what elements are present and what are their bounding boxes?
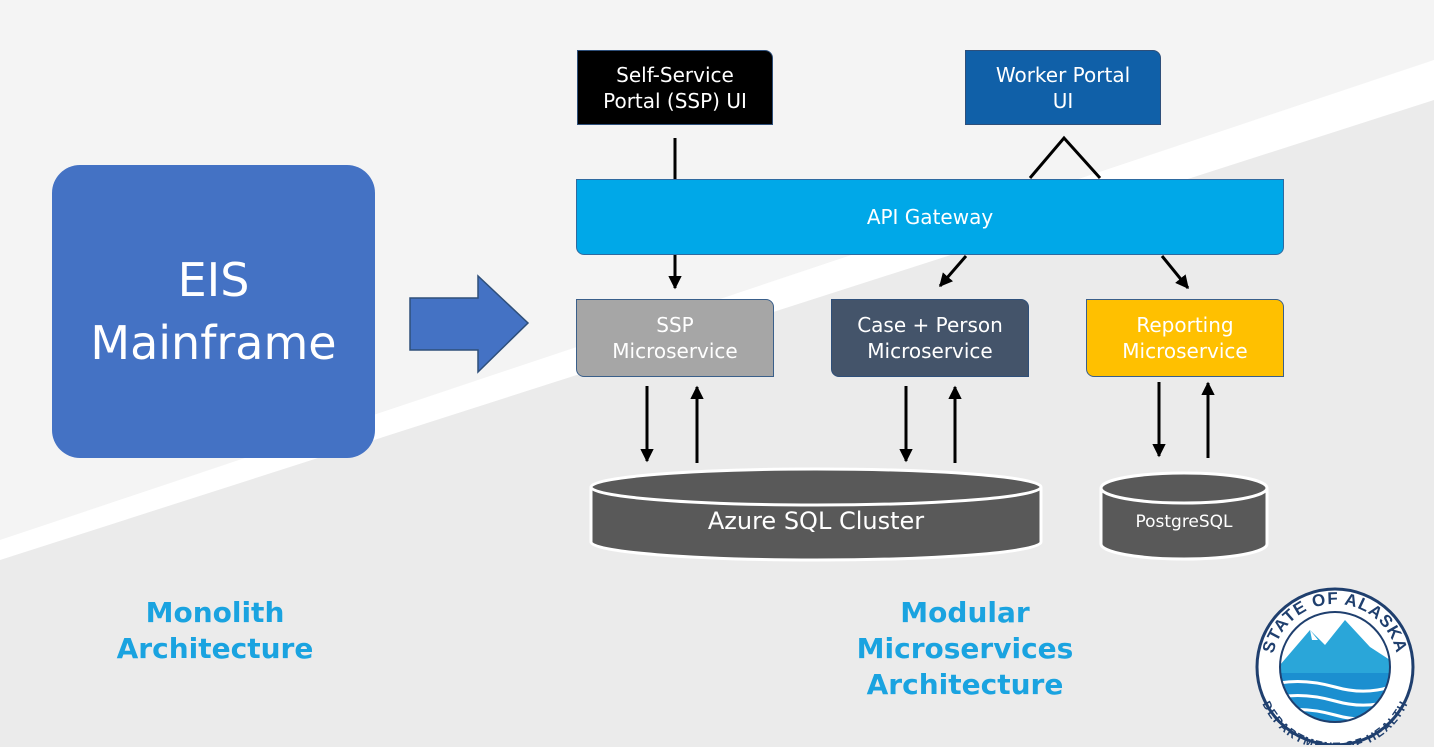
worker-portal-ui-label: Worker Portal UI	[995, 62, 1131, 113]
migration-arrow	[409, 274, 530, 374]
ssp-microservice-box: SSP Microservice	[576, 299, 774, 377]
worker-portal-ui-box: Worker Portal UI	[965, 50, 1161, 125]
ssp-ui-label: Self-Service Portal (SSP) UI	[603, 62, 747, 113]
eis-mainframe-box: EIS Mainframe	[52, 165, 375, 458]
azure-sql-cylinder	[589, 467, 1043, 562]
api-gateway-label: API Gateway	[866, 205, 994, 229]
case-person-microservice-label: Case + Person Microservice	[857, 313, 1003, 363]
case-person-microservice-box: Case + Person Microservice	[831, 299, 1029, 377]
ssp-microservice-label: SSP Microservice	[612, 313, 738, 363]
ssp-ui-box: Self-Service Portal (SSP) UI	[577, 50, 773, 125]
eis-mainframe-label: EIS Mainframe	[90, 253, 337, 370]
postgres-cylinder	[1099, 471, 1269, 561]
gateway-to-reporting-arrow	[1160, 255, 1190, 290]
alaska-health-seal-logo: STATE OF ALASKA DEPARTMENT OF HEALTH	[1255, 587, 1415, 745]
reporting-microservice-label: Reporting Microservice	[1122, 313, 1248, 363]
azure-sql-label: Azure SQL Cluster	[707, 507, 925, 535]
reporting-microservice-box: Reporting Microservice	[1086, 299, 1284, 377]
monolith-caption: Monolith Architecture	[116, 596, 314, 665]
microservices-caption: Modular Microservices Architecture	[856, 596, 1074, 701]
api-gateway-box: API Gateway	[576, 179, 1284, 255]
worker-ui-connector	[1028, 135, 1102, 180]
postgres-label: PostgreSQL	[1135, 512, 1233, 532]
gateway-to-case-arrow	[938, 255, 968, 288]
